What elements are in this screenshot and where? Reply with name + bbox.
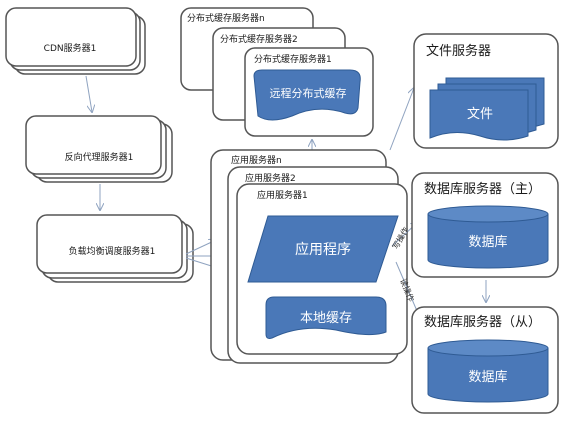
db-slave-label: 数据库 — [468, 369, 507, 385]
cache-server-1: 分布式缓存服务器1 远程分布式缓存 — [244, 47, 374, 137]
cdn-server-stack: CDN服务器1 — [5, 7, 146, 75]
file-label: 文件 — [467, 107, 493, 122]
app-server-2-label: 应用服务器2 — [245, 172, 296, 184]
app-server-n-label: 应用服务器n — [231, 154, 282, 166]
db-slave-title: 数据库服务器（从） — [424, 314, 541, 330]
read-arrow — [395, 261, 420, 318]
app-to-file-arrow — [389, 88, 414, 151]
load-balancer-server-stack: 负载均衡调度服务器1 — [36, 214, 194, 283]
file-server-title: 文件服务器 — [426, 43, 491, 59]
db-slave-server: 数据库服务器（从） 数据库 — [411, 306, 559, 414]
app-server-1: 应用服务器1 应用程序 本地缓存 — [236, 183, 408, 355]
app-server-1-label: 应用服务器1 — [257, 189, 308, 201]
file-server: 文件服务器 文件 — [413, 33, 559, 149]
db-master-cylinder — [427, 214, 549, 269]
remote-cache-label: 远程分布式缓存 — [270, 86, 347, 100]
local-cache-shape — [265, 296, 387, 339]
cdn-server-label: CDN服务器1 — [44, 42, 97, 54]
cache-server-n-label: 分布式缓存服务器n — [187, 12, 265, 24]
db-slave-cylinder — [427, 348, 549, 403]
file-shape-front — [429, 89, 529, 141]
db-master-title: 数据库服务器（主） — [424, 181, 541, 197]
application-label: 应用程序 — [295, 241, 351, 258]
load-balancer-label: 负载均衡调度服务器1 — [69, 245, 156, 257]
cdn-to-proxy-arrow — [85, 75, 92, 112]
remote-cache-shape — [253, 69, 361, 121]
cache-server-2-label: 分布式缓存服务器2 — [220, 33, 298, 45]
reverse-proxy-server-stack: 反向代理服务器1 — [25, 115, 173, 183]
db-master-server: 数据库服务器（主） 数据库 — [411, 172, 559, 278]
application-shape — [247, 215, 399, 283]
db-master-label: 数据库 — [468, 234, 507, 250]
reverse-proxy-label: 反向代理服务器1 — [65, 151, 134, 163]
local-cache-label: 本地缓存 — [300, 311, 352, 326]
cache-server-1-label: 分布式缓存服务器1 — [254, 53, 332, 65]
